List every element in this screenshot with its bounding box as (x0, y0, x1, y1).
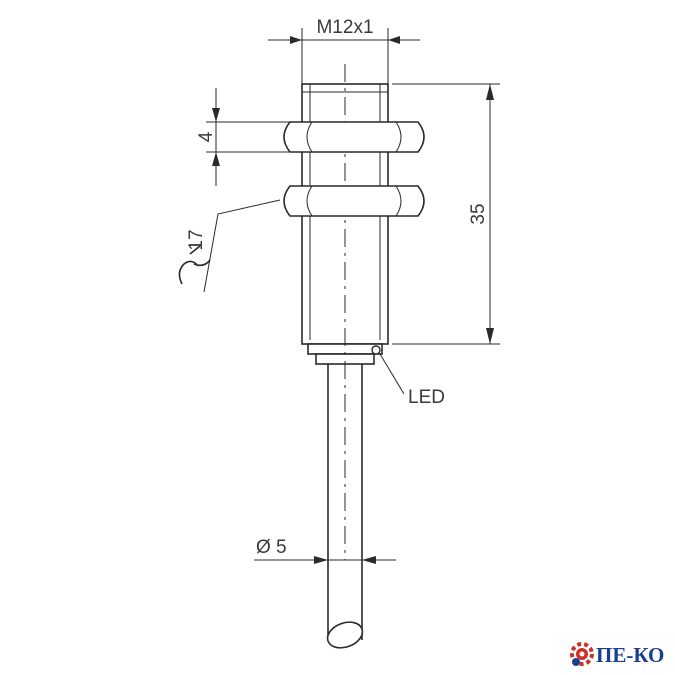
brand-logo: ПЕ-КО (570, 642, 664, 667)
nut-thickness-label: 4 (196, 131, 217, 142)
wrench-icon (178, 245, 211, 285)
cable-diameter-dimension: Ø 5 (254, 537, 396, 564)
cable-diameter-label: Ø 5 (256, 537, 287, 558)
upper-nut (283, 121, 425, 153)
logo-text: ПЕ-КО (596, 643, 664, 667)
thread-dimension: M12x1 (268, 17, 420, 84)
nut-thickness-dimension: 4 (196, 88, 290, 186)
cable (326, 364, 364, 649)
thread-label: M12x1 (316, 17, 373, 38)
wrench-size-dimension: 17 (178, 199, 281, 293)
led-indicator (371, 345, 381, 355)
wrench-size-label: 17 (186, 229, 207, 250)
lower-nut (283, 185, 425, 217)
length-label: 35 (468, 203, 489, 224)
led-label: LED (408, 387, 445, 408)
gear-icon (570, 642, 594, 666)
length-dimension: 35 (392, 83, 500, 345)
led-callout: LED (379, 353, 445, 408)
